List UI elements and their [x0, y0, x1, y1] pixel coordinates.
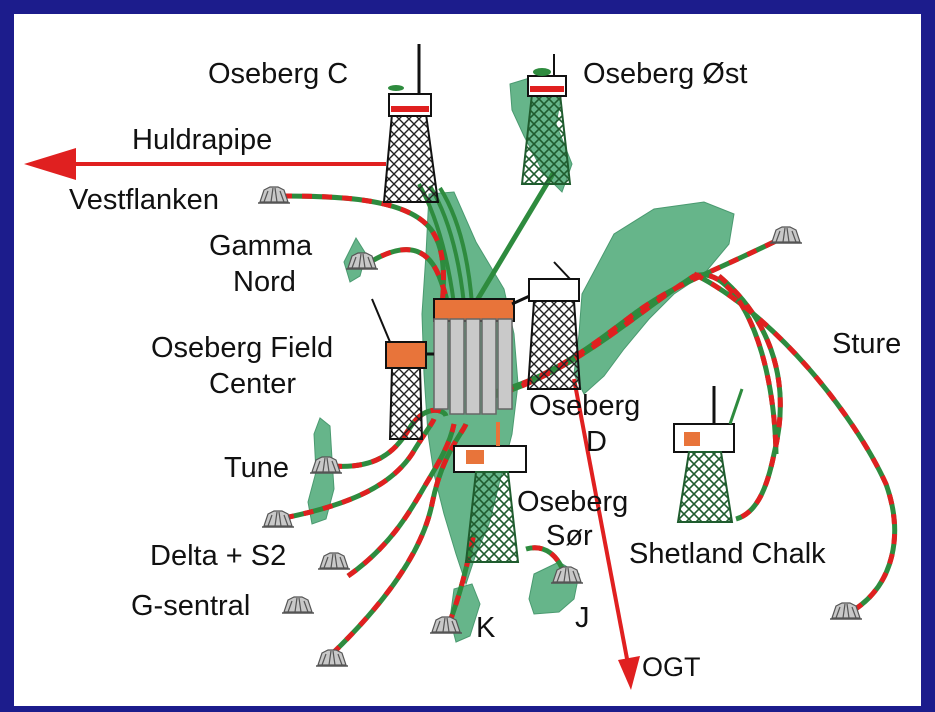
label-vestflanken: Vestflanken — [69, 186, 219, 215]
template-delta-s2 — [318, 553, 350, 569]
label-field-center-line1: Oseberg Field — [151, 334, 333, 363]
label-sture: Sture — [832, 330, 901, 359]
label-huldrapipe: Huldrapipe — [132, 126, 272, 155]
template-g-sentral — [282, 597, 314, 613]
label-g-sentral: G-sentral — [131, 592, 250, 621]
label-oseberg-d-line1: Oseberg — [529, 392, 640, 421]
label-field-center-line2: Center — [209, 370, 296, 399]
template-vestflanken — [258, 187, 290, 203]
label-oseberg-sor-line1: Oseberg — [517, 488, 628, 517]
label-shetland-chalk: Shetland Chalk — [629, 540, 826, 569]
template-sture-link — [770, 227, 802, 243]
label-oseberg-ost: Oseberg Øst — [583, 60, 747, 89]
template-southwest — [316, 650, 348, 666]
label-ogt: OGT — [642, 654, 701, 681]
label-tune: Tune — [224, 454, 289, 483]
label-gamma: Gamma — [209, 232, 312, 261]
label-oseberg-d-line2: D — [586, 428, 607, 457]
shetland-chalk-platform — [674, 386, 742, 522]
template-tune-south — [262, 511, 294, 527]
label-delta-s2: Delta + S2 — [150, 542, 286, 571]
diagram-panel: Oseberg C Oseberg Øst Huldrapipe Vestfla… — [14, 14, 921, 706]
label-j: J — [575, 604, 590, 633]
oseberg-d-platform — [528, 262, 580, 389]
label-nord: Nord — [233, 268, 296, 297]
oseberg-c-platform — [384, 44, 438, 202]
label-oseberg-sor-line2: Sør — [546, 522, 593, 551]
label-oseberg-c: Oseberg C — [208, 60, 348, 89]
oseberg-ost-platform — [522, 54, 570, 184]
label-k: K — [476, 614, 495, 643]
template-tune — [310, 457, 342, 473]
